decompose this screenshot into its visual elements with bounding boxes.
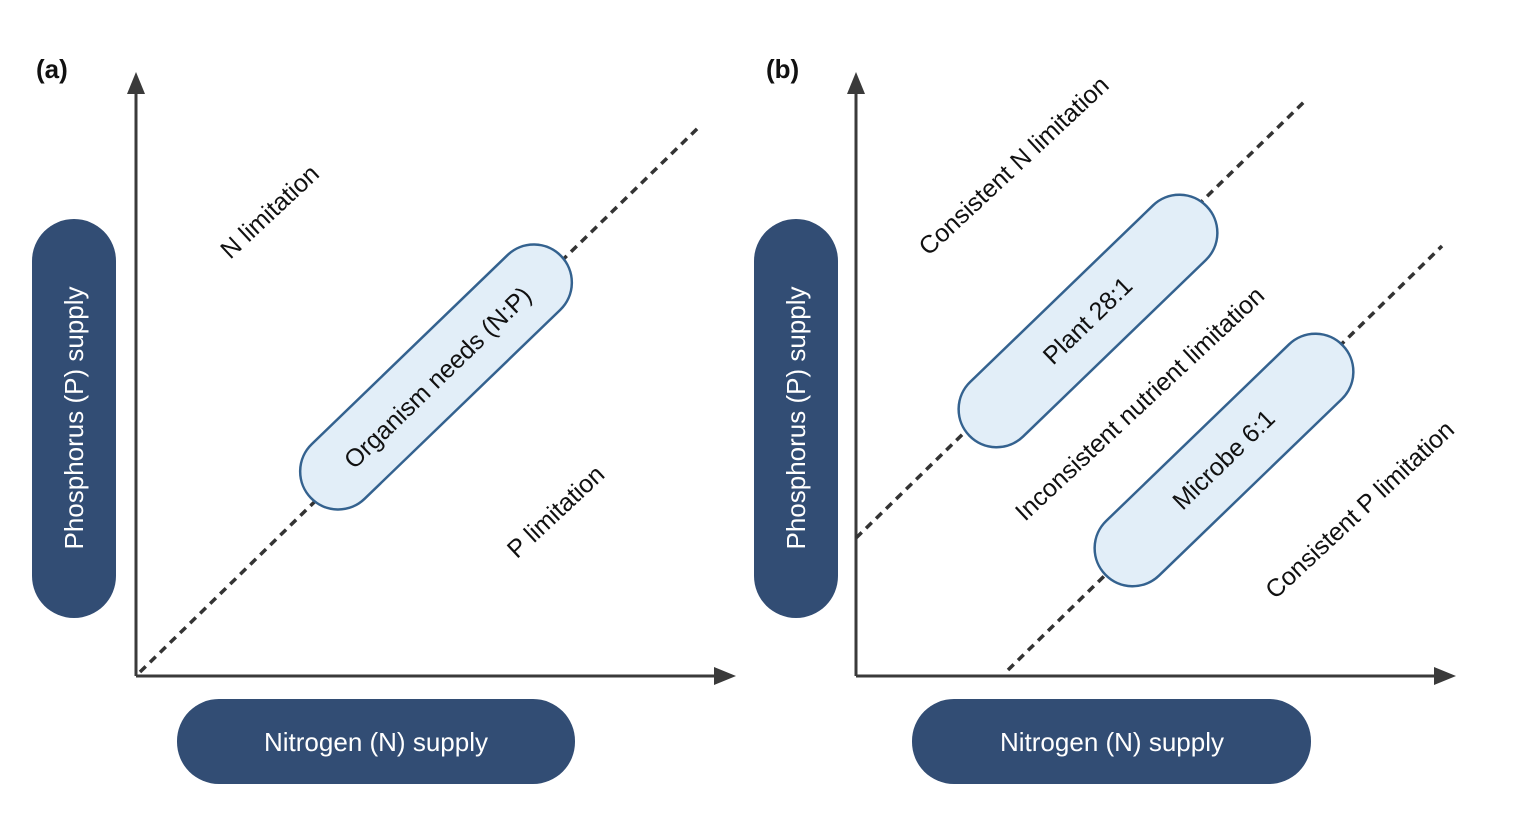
panel-a-y-pill-shape bbox=[32, 219, 116, 618]
panel-b-x-axis-title-pill: Nitrogen (N) supply bbox=[912, 699, 1311, 784]
panel-b-consistent-n-label: Consistent N limitation bbox=[914, 71, 1115, 261]
panel-a-y-axis-title: Phosphorus (P) supply bbox=[59, 286, 89, 549]
panel-b-y-axis-title-pill: Phosphorus (P) supply bbox=[754, 219, 838, 618]
panel-b-plant-pill: Plant 28:1 bbox=[957, 193, 1219, 449]
panel-a-organism-needs-pill: Organism needs (N:P) bbox=[298, 243, 574, 511]
panel-b-x-axis-arrow bbox=[1434, 667, 1456, 685]
panel-b-microbe-pill: Microbe 6:1 bbox=[1093, 332, 1355, 588]
panel-b-x-pill-shape bbox=[912, 699, 1311, 784]
panel-a-organism-pill-shape bbox=[298, 243, 574, 511]
panel-a-label: (a) bbox=[36, 54, 68, 84]
panel-a-x-axis-title-pill: Nitrogen (N) supply bbox=[177, 699, 575, 784]
panel-b-label: (b) bbox=[766, 54, 799, 84]
panel-a-organism-needs-text: Organism needs (N:P) bbox=[339, 282, 537, 475]
panel-a-x-axis-title: Nitrogen (N) supply bbox=[264, 727, 488, 757]
panel-b-x-axis-title: Nitrogen (N) supply bbox=[1000, 727, 1224, 757]
panel-a-ratio-line bbox=[138, 124, 702, 674]
panel-a-n-limitation-label: N limitation bbox=[215, 160, 325, 265]
panel-a-x-pill-shape bbox=[177, 699, 575, 784]
panel-b-plant-pill-shape bbox=[957, 193, 1219, 449]
panel-a-y-axis-title-pill: Phosphorus (P) supply bbox=[32, 219, 116, 618]
panel-b-microbe-ratio-line bbox=[1006, 244, 1444, 672]
panel-a-x-axis-arrow bbox=[714, 667, 736, 685]
panel-a: (a) Phosphorus (P) supply Nitrogen (N) s… bbox=[32, 54, 736, 784]
panel-b: (b) Phosphorus (P) supply Nitrogen (N) s… bbox=[754, 54, 1460, 784]
panel-a-p-limitation-label: P limitation bbox=[502, 460, 610, 564]
panel-b-y-pill-shape bbox=[754, 219, 838, 618]
panel-b-microbe-pill-shape bbox=[1093, 332, 1355, 588]
panel-a-y-axis-arrow bbox=[127, 72, 145, 94]
panel-b-y-axis-arrow bbox=[847, 72, 865, 94]
panel-b-y-axis-title: Phosphorus (P) supply bbox=[781, 286, 811, 549]
